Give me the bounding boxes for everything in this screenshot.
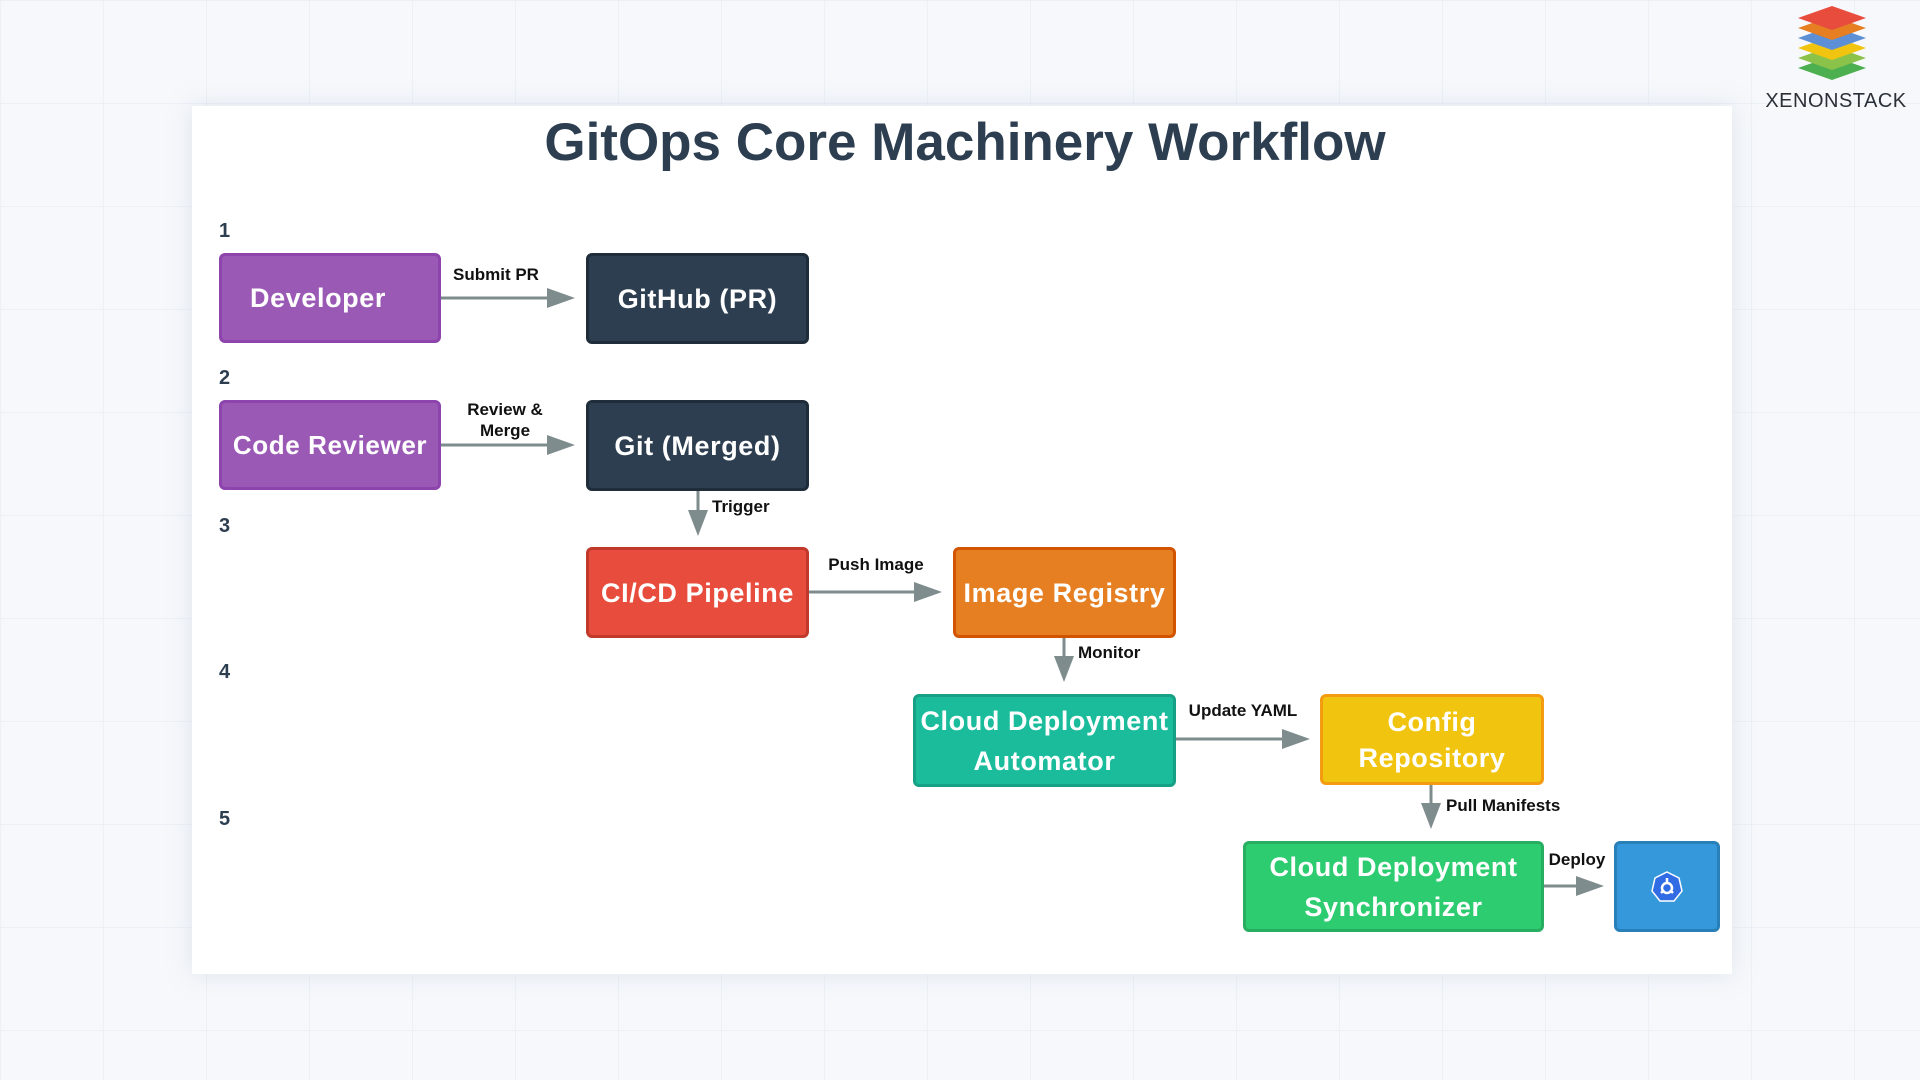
node-image-registry-label: Image Registry [963, 577, 1166, 608]
xenonstack-logo-icon [1798, 6, 1866, 80]
edge-label-monitor: Monitor [1078, 643, 1141, 662]
brand-name: XENONSTACK [1765, 90, 1907, 112]
diagram-title: GitOps Core Machinery Workflow [544, 113, 1386, 172]
step-number-4: 4 [219, 661, 231, 683]
node-cicd-pipeline[interactable]: CI/CD Pipeline [586, 547, 809, 638]
node-cloud-deployment-synchronizer[interactable]: Cloud Deployment Synchronizer [1243, 841, 1544, 932]
node-code-reviewer[interactable]: Code Reviewer [219, 400, 441, 490]
node-cicd-pipeline-label: CI/CD Pipeline [601, 577, 794, 608]
edge-label-push-image: Push Image [828, 555, 924, 574]
node-config-repository[interactable]: Config Repository [1320, 694, 1544, 785]
step-number-1: 1 [219, 220, 231, 242]
node-config-repository-label: Config Repository [1358, 706, 1506, 773]
node-github-pr[interactable]: GitHub (PR) [586, 253, 809, 344]
node-developer-label: Developer [250, 283, 386, 313]
edge-label-submit-pr: Submit PR [453, 265, 539, 284]
node-cloud-deployment-automator-label: Cloud Deployment Automator [920, 705, 1169, 776]
edge-label-trigger: Trigger [712, 497, 770, 516]
node-git-merged-label: Git (Merged) [614, 430, 781, 461]
edge-label-deploy: Deploy [1548, 850, 1606, 869]
node-cloud-deployment-synchronizer-label: Cloud Deployment Synchronizer [1269, 851, 1518, 922]
node-git-merged[interactable]: Git (Merged) [586, 400, 809, 491]
node-github-pr-label: GitHub (PR) [617, 283, 778, 314]
kubernetes-icon [1651, 870, 1683, 902]
diagram-card [192, 106, 1732, 974]
node-image-registry[interactable]: Image Registry [953, 547, 1176, 638]
edge-label-update-yaml: Update YAML [1188, 701, 1298, 720]
node-kubernetes-cluster[interactable] [1614, 841, 1720, 932]
step-number-2: 2 [219, 367, 231, 389]
brand-logo: XENONSTACK [1756, 6, 1916, 112]
node-developer[interactable]: Developer [219, 253, 441, 343]
step-number-5: 5 [219, 808, 231, 830]
node-code-reviewer-label: Code Reviewer [232, 430, 428, 460]
node-cloud-deployment-automator[interactable]: Cloud Deployment Automator [913, 694, 1176, 787]
edge-label-review-merge: Review & Merge [467, 400, 543, 440]
edge-label-pull-manifests: Pull Manifests [1446, 796, 1561, 815]
step-number-3: 3 [219, 515, 231, 537]
